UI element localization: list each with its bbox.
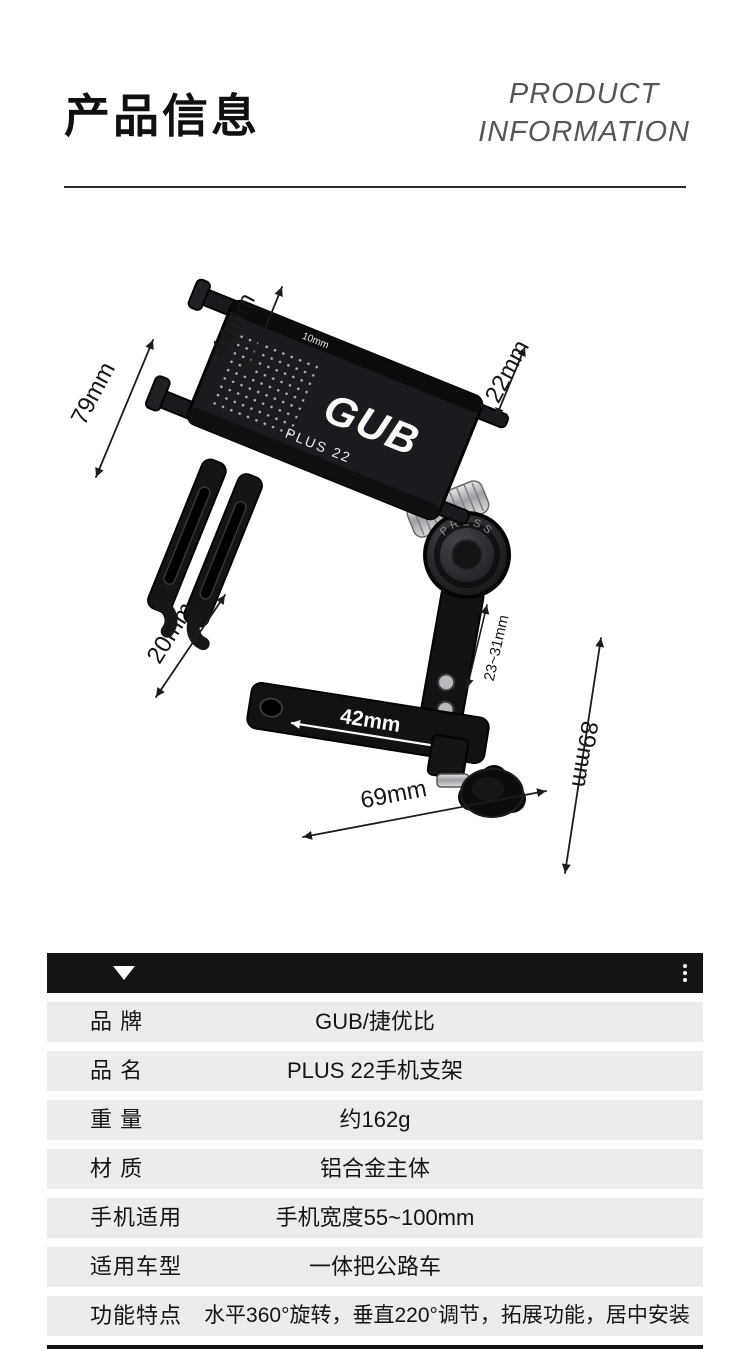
triangle-down-icon	[113, 966, 135, 980]
spec-row-name: 品 名 PLUS 22手机支架	[47, 1051, 703, 1091]
subtitle-line2: INFORMATION	[478, 115, 690, 148]
spec-table-footer-bar	[47, 1345, 703, 1349]
spec-row-features: 功能特点 水平360°旋转，垂直220°调节，拓展功能，居中安装	[47, 1296, 703, 1336]
dimension-89mm-label: 89mm	[566, 719, 603, 789]
dimension-22mm-label: 22mm	[480, 336, 535, 408]
spec-table-header-bar	[47, 953, 703, 993]
spec-row-phone-fit: 手机适用 手机宽度55~100mm	[47, 1198, 703, 1238]
spec-value: 约162g	[339, 1107, 411, 1132]
spec-value: GUB/捷优比	[315, 1009, 435, 1034]
spec-value: 手机宽度55~100mm	[275, 1205, 475, 1230]
spec-value: 水平360°旋转，垂直220°调节，拓展功能，居中安装	[204, 1304, 690, 1327]
spec-value: 铝合金主体	[319, 1156, 430, 1181]
page-subtitle-en: PRODUCT INFORMATION	[478, 76, 690, 151]
spec-row-weight: 重 量 约162g	[47, 1100, 703, 1140]
dimension-69mm-label: 69mm	[358, 775, 429, 814]
spec-label: 功能特点	[90, 1303, 183, 1328]
dimension-23-31mm-label: 23~31mm	[481, 613, 513, 682]
header-divider	[64, 186, 686, 188]
dimension-79mm-label: 79mm	[66, 358, 121, 430]
spec-label: 适用车型	[90, 1254, 183, 1279]
spec-row-brand: 品 牌 GUB/捷优比	[47, 1002, 703, 1042]
spec-label: 品 名	[90, 1058, 144, 1083]
holder-lower-arms	[147, 458, 263, 651]
spec-label: 品 牌	[90, 1009, 144, 1034]
spec-row-material: 材 质 铝合金主体	[47, 1149, 703, 1189]
spec-label: 重 量	[90, 1107, 144, 1132]
spec-row-bike-type: 适用车型 一体把公路车	[47, 1247, 703, 1287]
spec-value: PLUS 22手机支架	[286, 1058, 464, 1083]
subtitle-line1: PRODUCT	[508, 78, 660, 110]
spec-label: 材 质	[90, 1156, 144, 1181]
kebab-menu-icon	[683, 964, 687, 982]
spec-value: 一体把公路车	[308, 1254, 441, 1279]
spec-table: 品 牌 GUB/捷优比 品 名 PLUS 22手机支架 重 量 约162g 材 …	[47, 953, 703, 1349]
spec-label: 手机适用	[90, 1205, 183, 1230]
page-title: 产品信息	[64, 90, 260, 142]
arm-slot-arrow	[290, 719, 446, 751]
press-button: PRESS	[423, 511, 511, 599]
extension-arm: 42mm	[246, 681, 490, 765]
product-photo: 42mm	[66, 278, 605, 874]
